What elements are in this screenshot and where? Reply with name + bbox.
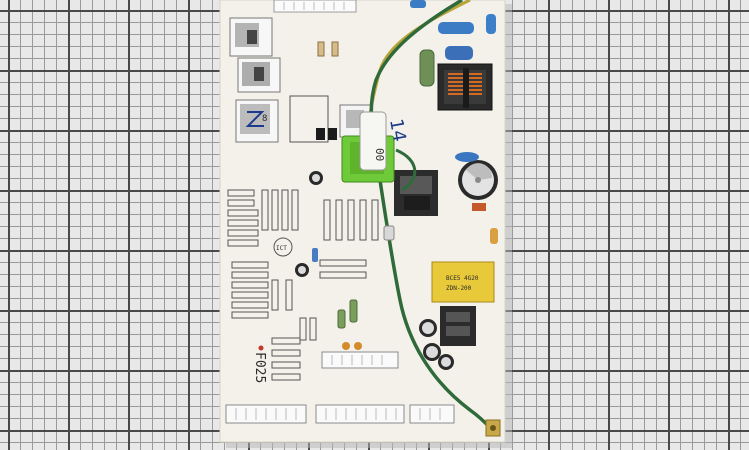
resistor-4 xyxy=(349,299,358,323)
svg-text:00: 00 xyxy=(373,148,386,161)
svg-text:BCE5 4G20: BCE5 4G20 xyxy=(446,275,479,282)
orange-bead-2 xyxy=(354,342,362,350)
svg-text:ZDN-200: ZDN-200 xyxy=(446,285,472,292)
blue-disc-capacitor xyxy=(455,152,479,162)
small-capacitor-5-top xyxy=(298,266,306,274)
orange-bead-1 xyxy=(342,342,350,350)
wire-terminal xyxy=(485,419,501,437)
bottom-connector-3 xyxy=(409,404,455,424)
ferrite-transformer xyxy=(437,63,493,111)
blue-capacitor-3 xyxy=(486,14,496,34)
resistor-1 xyxy=(317,41,325,57)
bottom-connector-1 xyxy=(225,404,307,424)
silkscreen-logo: ICT xyxy=(276,245,287,252)
svg-text:8: 8 xyxy=(262,114,267,124)
switching-transformer: BCE5 4G20 ZDN-200 xyxy=(431,261,495,303)
relay-1 xyxy=(229,17,273,57)
green-connector-housing: 00 xyxy=(341,111,395,183)
transistor-2 xyxy=(328,128,337,140)
blue-capacitor-1 xyxy=(438,22,474,34)
power-connector xyxy=(394,170,438,216)
regulator-heatsink xyxy=(440,306,476,346)
blue-capacitor-4 xyxy=(410,0,426,8)
middle-connector xyxy=(321,351,399,369)
red-indicator-dot xyxy=(258,345,264,351)
relay-3: 8 xyxy=(235,99,279,143)
yellow-capacitor xyxy=(490,228,498,244)
handwritten-mark: 14 xyxy=(385,117,410,143)
model-mark-label: F025 xyxy=(252,352,267,383)
relay-2 xyxy=(237,57,281,93)
blue-capacitor-2 xyxy=(445,46,473,60)
top-header-pins xyxy=(283,2,345,10)
small-capacitor-2-top xyxy=(426,346,438,358)
electrolytic-capacitor-large xyxy=(458,160,498,200)
green-wire-loop xyxy=(395,148,417,192)
transistor-1 xyxy=(316,128,325,140)
silkscreen-outline xyxy=(289,95,329,143)
orange-capacitor xyxy=(472,203,486,211)
small-capacitor-3-top xyxy=(441,357,451,367)
small-capacitor-4-top xyxy=(312,174,320,182)
blue-resistor xyxy=(312,248,318,262)
bottom-connector-2 xyxy=(315,404,405,424)
small-capacitor-1-top xyxy=(422,322,434,334)
power-resistor xyxy=(419,49,435,87)
resistor-3 xyxy=(337,309,346,329)
wire-clip xyxy=(383,225,395,241)
silkscreen-footprints xyxy=(227,189,379,381)
resistor-2 xyxy=(331,41,339,57)
